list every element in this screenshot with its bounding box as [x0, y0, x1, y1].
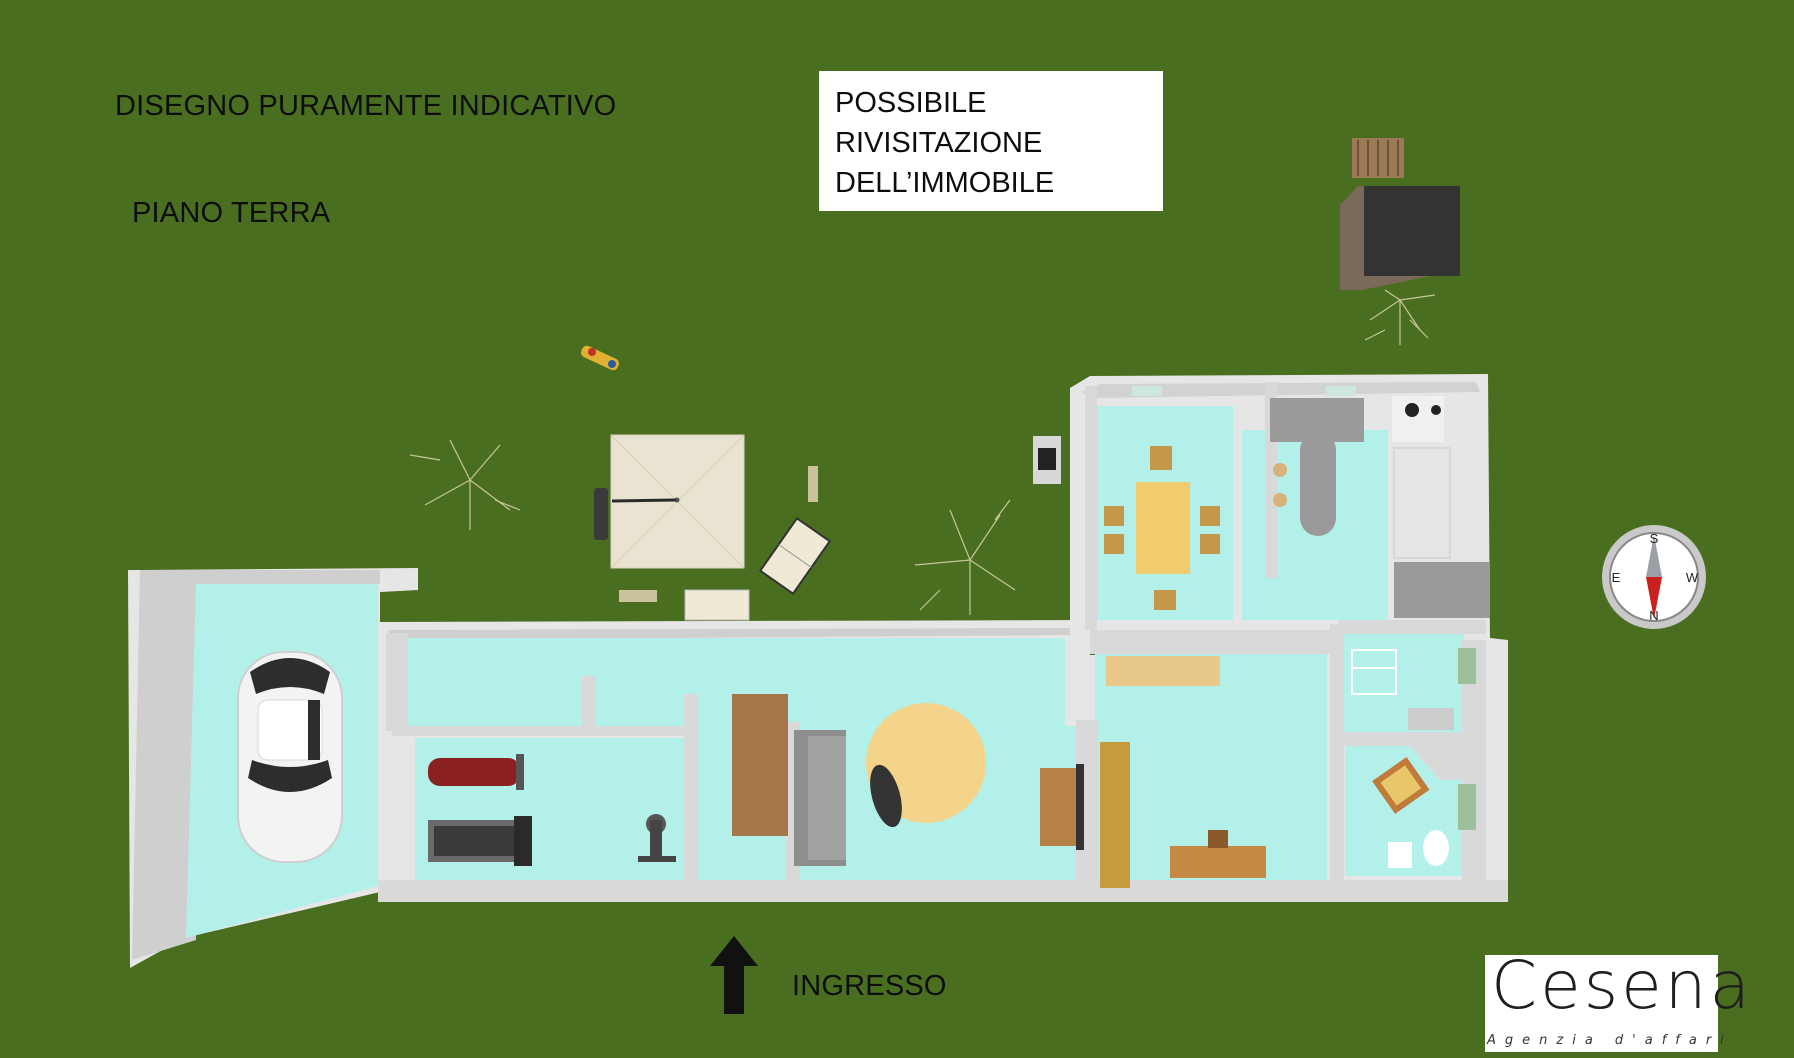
car — [237, 651, 343, 863]
interior-walls — [378, 382, 1508, 902]
bath-rug — [1372, 756, 1430, 814]
sofa — [794, 730, 846, 866]
shrub — [409, 289, 1436, 615]
garden-bench — [619, 590, 657, 602]
garden-bench — [808, 466, 818, 502]
compass-west-label: W — [1686, 570, 1699, 585]
note-line-3: DELL’IMMOBILE — [835, 167, 1055, 199]
compass-east-label: E — [1612, 570, 1621, 585]
fridge — [1394, 562, 1490, 618]
exercise-bike — [638, 814, 676, 862]
note-line-2: RIVISITAZIONE — [835, 127, 1043, 159]
brand-tagline: Agenzia d'affari — [1487, 1033, 1733, 1048]
disclaimer-label: DISEGNO PURAMENTE INDICATIVO — [115, 90, 617, 122]
brand-logo: Cesena Agenzia d'affari — [1485, 947, 1750, 1052]
toy — [580, 345, 620, 371]
entrance-arrow-icon — [710, 936, 758, 1014]
corner-shower — [1410, 746, 1462, 780]
compass: S N E W — [1602, 525, 1706, 629]
toilet — [1423, 830, 1449, 866]
floor-label: PIANO TERRA — [132, 197, 331, 229]
shower — [1351, 649, 1397, 695]
stairs — [1106, 656, 1220, 686]
note-box: POSSIBILE RIVISITAZIONE DELL’IMMOBILE — [819, 71, 1163, 211]
patio-umbrella — [594, 434, 745, 569]
tv-cabinet — [1040, 764, 1084, 850]
punching-bag — [428, 754, 524, 790]
bookshelf — [1100, 742, 1130, 888]
treadmill — [428, 816, 532, 866]
compass-south-label: S — [1650, 531, 1659, 546]
note-line-1: POSSIBILE — [835, 87, 987, 119]
windows — [1132, 386, 1476, 830]
outdoor-sofa — [684, 589, 750, 621]
compass-north-label: N — [1649, 608, 1658, 623]
kitchen-counter — [1270, 398, 1364, 536]
garden-shed — [1340, 138, 1460, 290]
lounger — [758, 516, 832, 596]
bidet — [1388, 842, 1412, 868]
stove — [1392, 396, 1444, 442]
washer — [1408, 708, 1454, 730]
desk — [1170, 830, 1266, 878]
sink-counter — [1393, 447, 1451, 559]
dresser — [732, 694, 788, 836]
armchair — [870, 764, 902, 828]
barbecue — [1033, 436, 1061, 484]
dining-table — [1104, 446, 1220, 610]
brand-name: Cesena — [1491, 947, 1753, 1024]
entrance-label: INGRESSO — [792, 970, 947, 1002]
